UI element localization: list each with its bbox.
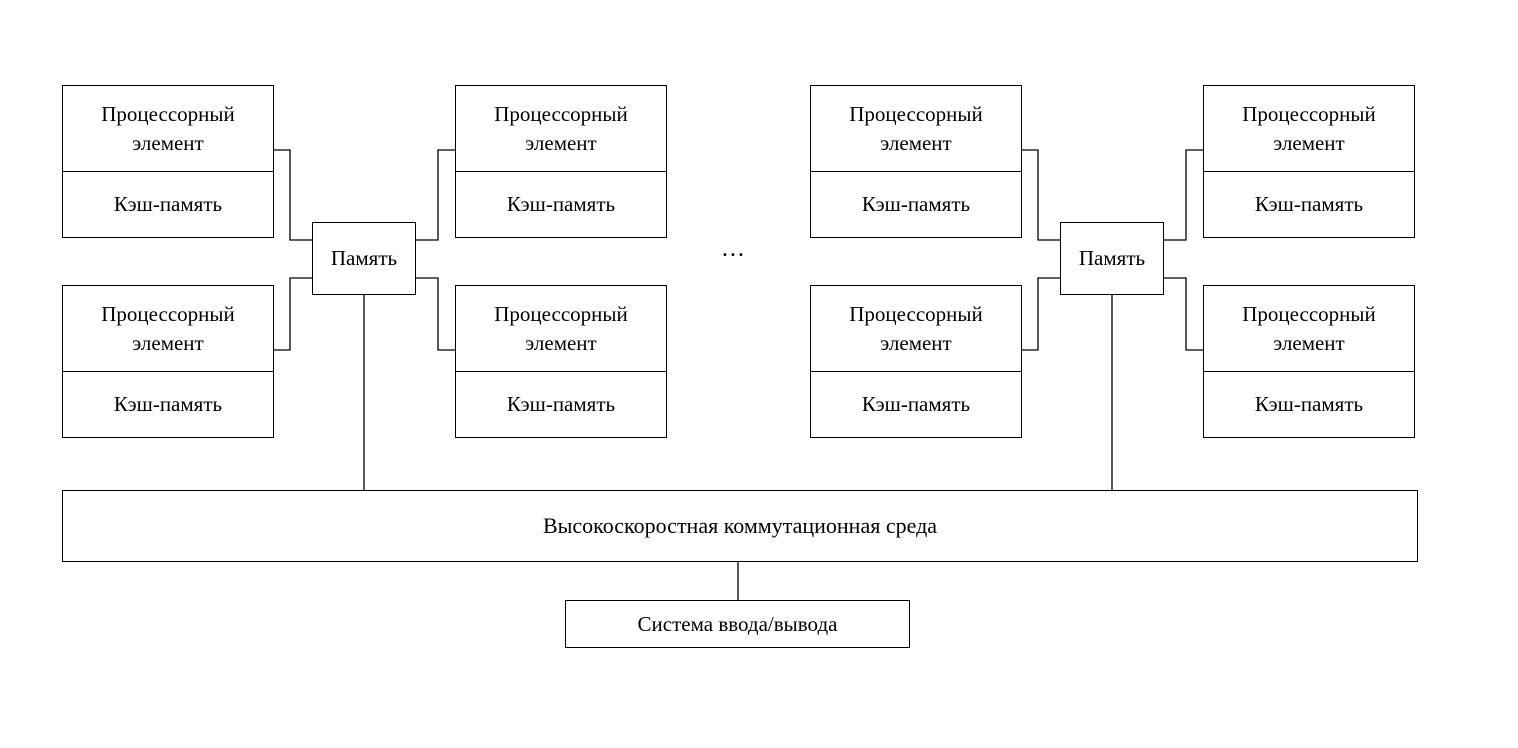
connector-pe-memory xyxy=(1164,277,1203,351)
processor-element-box: Процессорный элемент Кэш-память xyxy=(62,285,274,438)
cache-memory-label: Кэш-память xyxy=(113,392,223,416)
connector-pe-memory xyxy=(274,149,312,241)
connector-pe-memory xyxy=(1022,149,1060,241)
processor-element-box: Процессорный элемент Кэш-память xyxy=(455,85,667,238)
switching-fabric-label: Высокоскоростная коммутационная среда xyxy=(542,513,938,538)
processor-element-label: Процессорный элемент xyxy=(1204,86,1414,172)
cache-memory-label: Кэш-память xyxy=(506,392,616,416)
connector-pe-memory xyxy=(416,149,455,241)
processor-element-label: Процессорный элемент xyxy=(811,286,1021,372)
cache-memory-label: Кэш-память xyxy=(861,192,971,216)
connector-pe-memory xyxy=(1164,149,1203,241)
processor-element-box: Процессорный элемент Кэш-память xyxy=(455,285,667,438)
processor-element-label: Процессорный элемент xyxy=(456,86,666,172)
io-system-label: Система ввода/вывода xyxy=(637,611,838,636)
cache-memory-label: Кэш-память xyxy=(506,192,616,216)
cache-memory-label: Кэш-память xyxy=(861,392,971,416)
memory-label: Память xyxy=(1078,246,1146,270)
memory-label: Память xyxy=(330,246,398,270)
processor-element-box: Процессорный элемент Кэш-память xyxy=(810,85,1022,238)
ellipsis-label: ... xyxy=(722,236,746,262)
processor-element-label: Процессорный элемент xyxy=(456,286,666,372)
cache-memory-label: Кэш-память xyxy=(1254,392,1364,416)
io-system-box: Система ввода/вывода xyxy=(565,600,910,648)
cache-memory-label: Кэш-память xyxy=(1254,192,1364,216)
processor-element-box: Процессорный элемент Кэш-память xyxy=(1203,285,1415,438)
memory-box: Память xyxy=(1060,222,1164,295)
processor-element-label: Процессорный элемент xyxy=(811,86,1021,172)
processor-element-box: Процессорный элемент Кэш-память xyxy=(810,285,1022,438)
processor-element-label: Процессорный элемент xyxy=(63,286,273,372)
processor-element-label: Процессорный элемент xyxy=(63,86,273,172)
cache-memory-label: Кэш-память xyxy=(113,192,223,216)
processor-element-label: Процессорный элемент xyxy=(1204,286,1414,372)
memory-box: Память xyxy=(312,222,416,295)
processor-element-box: Процессорный элемент Кэш-память xyxy=(62,85,274,238)
connector-pe-memory xyxy=(1022,277,1060,351)
connector-pe-memory xyxy=(274,277,312,351)
switching-fabric-box: Высокоскоростная коммутационная среда xyxy=(62,490,1418,562)
processor-element-box: Процессорный элемент Кэш-память xyxy=(1203,85,1415,238)
connector-pe-memory xyxy=(416,277,455,351)
